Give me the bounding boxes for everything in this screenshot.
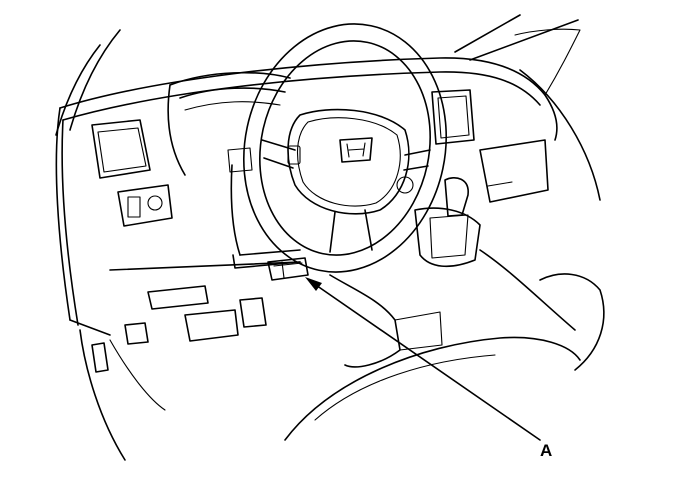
door-sill xyxy=(79,329,166,461)
dlc-connector xyxy=(267,257,309,281)
windshield-frame xyxy=(55,14,579,136)
right-air-vent xyxy=(431,89,475,145)
pedals xyxy=(124,297,267,345)
instrument-cluster-hood xyxy=(167,71,291,176)
steering-column xyxy=(227,147,301,269)
callout-a-leader xyxy=(312,282,541,441)
left-air-vent xyxy=(91,119,151,179)
steering-wheel xyxy=(242,23,448,273)
dashboard-top xyxy=(59,28,581,141)
callout-a-label: A xyxy=(540,441,552,460)
dashboard-left-side xyxy=(55,107,111,336)
callout-a: A xyxy=(305,277,552,460)
driver-seat xyxy=(479,69,605,371)
glovebox xyxy=(479,139,549,203)
callout-a-arrowhead xyxy=(305,277,322,291)
floor-mat xyxy=(284,336,581,441)
left-switch-panel xyxy=(117,184,173,227)
honda-logo-icon xyxy=(339,137,373,163)
kick-panel xyxy=(109,261,301,310)
center-console xyxy=(414,177,481,268)
lower-center-panel xyxy=(329,274,443,368)
